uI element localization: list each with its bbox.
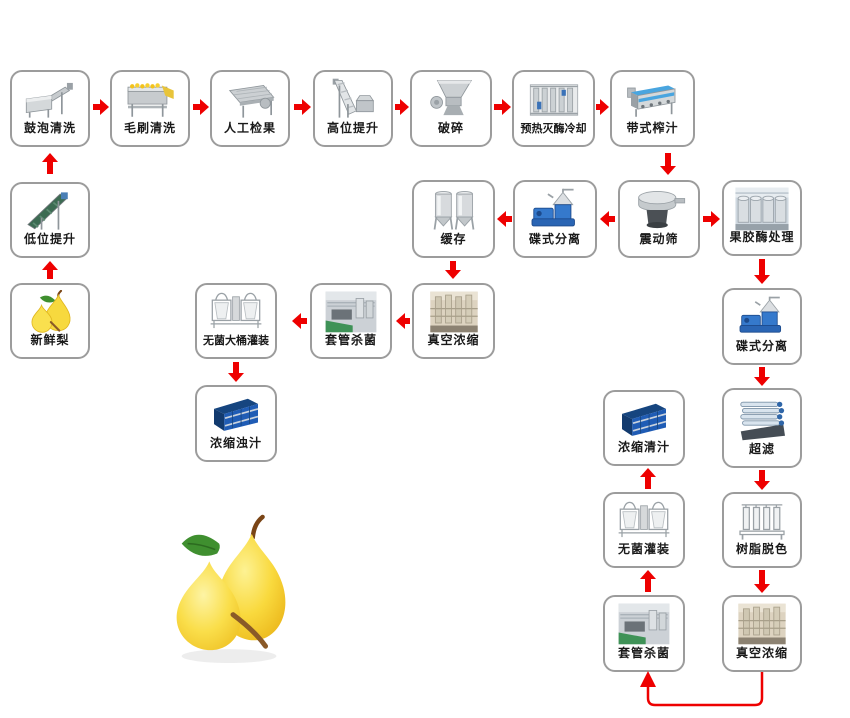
node-label: 震动筛: [639, 232, 679, 246]
node-label: 无菌大桶灌装: [203, 334, 269, 347]
node-crush: 破碎: [410, 70, 492, 147]
aseptic-drum-filler-image: [197, 285, 275, 335]
brush-washer-image: [112, 72, 188, 122]
node-label: 毛刷清洗: [123, 121, 176, 135]
arrow-disc2-to-ultrafilter: [754, 367, 770, 386]
inspection-table-image: [212, 72, 288, 122]
node-tube-sterilization-1: 套管杀菌: [310, 283, 392, 359]
arrow-high-elevator-to-crush: [395, 99, 409, 115]
arrow-pectinase-to-disc2: [754, 259, 770, 284]
enzyme-tank-room-image: [724, 182, 800, 231]
pears-decoration-image: [176, 514, 286, 663]
arrow-belt-press-to-sieve: [660, 153, 676, 175]
arrow-sieve-to-pectinase: [703, 211, 720, 227]
arrow-crush-to-preheat: [494, 99, 511, 115]
crusher-image: [412, 72, 490, 122]
arrow-resin-to-vacuum2: [754, 570, 770, 593]
arrow-inspect-to-high-elevator: [294, 99, 311, 115]
node-label: 预热灭酶冷却: [520, 122, 587, 135]
arrow-aseptic-fill-to-clear-juice: [640, 468, 656, 489]
bubble-washer-image: [12, 72, 88, 122]
aseptic-drum-filler-image: [605, 494, 683, 543]
preheat-enzyme-cooler-image: [514, 72, 593, 123]
node-label: 真空浓缩: [735, 646, 788, 660]
buffer-tanks-image: [414, 182, 493, 233]
tube-sterilizer-image: [605, 597, 683, 647]
node-label: 树脂脱色: [735, 542, 788, 556]
arrow-bubble-to-brush: [93, 99, 109, 115]
vacuum-evaporator-image: [414, 285, 493, 334]
node-label: 缓存: [440, 232, 467, 246]
node-label: 超滤: [748, 442, 775, 456]
node-tube-sterilization-2: 套管杀菌: [603, 595, 685, 672]
node-aseptic-drum-filling: 无菌大桶灌装: [195, 283, 277, 359]
arrow-sterilizer2-to-aseptic-fill: [640, 570, 656, 592]
disc-separator-image: [515, 182, 595, 233]
arrow-brush-to-inspect: [193, 99, 209, 115]
node-label: 人工检果: [223, 121, 276, 135]
arrow-vacuum1-to-sterilizer1: [396, 313, 410, 329]
node-label: 真空浓缩: [427, 333, 480, 347]
arrow-buffer-to-vacuum1: [445, 261, 461, 279]
arrow-fresh-pear-to-low-elevator: [42, 261, 58, 279]
node-pectinase-treatment: 果胶酶处理: [722, 180, 802, 256]
arrow-low-elevator-to-bubble: [42, 153, 58, 174]
resin-columns-image: [724, 494, 800, 543]
node-label: 套管杀菌: [617, 646, 670, 660]
node-label: 新鲜梨: [30, 333, 70, 347]
node-aseptic-filling: 无菌灌装: [603, 492, 685, 568]
node-disc-separation-1: 碟式分离: [513, 180, 597, 258]
blue-drums-image: [197, 387, 275, 437]
node-vibrating-sieve: 震动筛: [618, 180, 700, 258]
node-label: 破碎: [437, 121, 464, 135]
arrow-drum-fill-to-cloudy-juice: [228, 362, 244, 382]
node-label: 高位提升: [326, 121, 379, 135]
node-vacuum-concentration-2: 真空浓缩: [722, 595, 802, 672]
node-label: 浓缩浊汁: [209, 436, 262, 450]
node-brush-wash: 毛刷清洗: [110, 70, 190, 147]
ultrafiltration-image: [724, 390, 800, 443]
node-bubble-wash: 鼓泡清洗: [10, 70, 90, 147]
vibrating-sieve-image: [620, 182, 698, 233]
node-resin-decolorization: 树脂脱色: [722, 492, 802, 568]
node-preheat: 预热灭酶冷却: [512, 70, 595, 147]
node-label: 带式榨汁: [626, 121, 679, 135]
arrow-ultrafilter-to-resin: [754, 470, 770, 490]
fresh-pears-image: [12, 285, 88, 334]
node-low-elevator: 低位提升: [10, 182, 90, 258]
node-label: 鼓泡清洗: [23, 121, 76, 135]
blue-drums-image: [605, 392, 683, 441]
arrow-sterilizer1-to-drum-fill: [292, 313, 307, 329]
arrow-preheat-to-belt-press: [596, 99, 609, 115]
low-elevator-image: [12, 184, 88, 233]
node-concentrated-cloudy-juice: 浓缩浊汁: [195, 385, 277, 462]
vacuum-evaporator-image: [724, 597, 800, 647]
node-label: 浓缩清汁: [617, 440, 670, 454]
node-label: 果胶酶处理: [729, 230, 795, 244]
node-manual-inspect: 人工检果: [210, 70, 290, 147]
node-label: 碟式分离: [735, 339, 788, 353]
node-ultrafiltration: 超滤: [722, 388, 802, 468]
node-disc-separation-2: 碟式分离: [722, 288, 802, 365]
disc-separator-image: [724, 290, 800, 340]
node-concentrated-clear-juice: 浓缩清汁: [603, 390, 685, 466]
arrow-disc1-to-buffer: [497, 211, 512, 227]
node-label: 碟式分离: [528, 232, 581, 246]
node-belt-press: 带式榨汁: [610, 70, 695, 147]
node-fresh-pear: 新鲜梨: [10, 283, 90, 359]
connector-vacuum2-to-sterilizer2: [640, 671, 764, 707]
node-label: 无菌灌装: [617, 542, 670, 556]
node-label: 低位提升: [23, 232, 76, 246]
node-vacuum-concentration-1: 真空浓缩: [412, 283, 495, 359]
arrow-sieve-to-disc1: [600, 211, 615, 227]
high-elevator-image: [315, 72, 391, 122]
node-high-elevator: 高位提升: [313, 70, 393, 147]
tube-sterilizer-image: [312, 285, 390, 334]
node-label: 套管杀菌: [324, 333, 377, 347]
node-buffer: 缓存: [412, 180, 495, 258]
belt-press-image: [612, 72, 693, 122]
